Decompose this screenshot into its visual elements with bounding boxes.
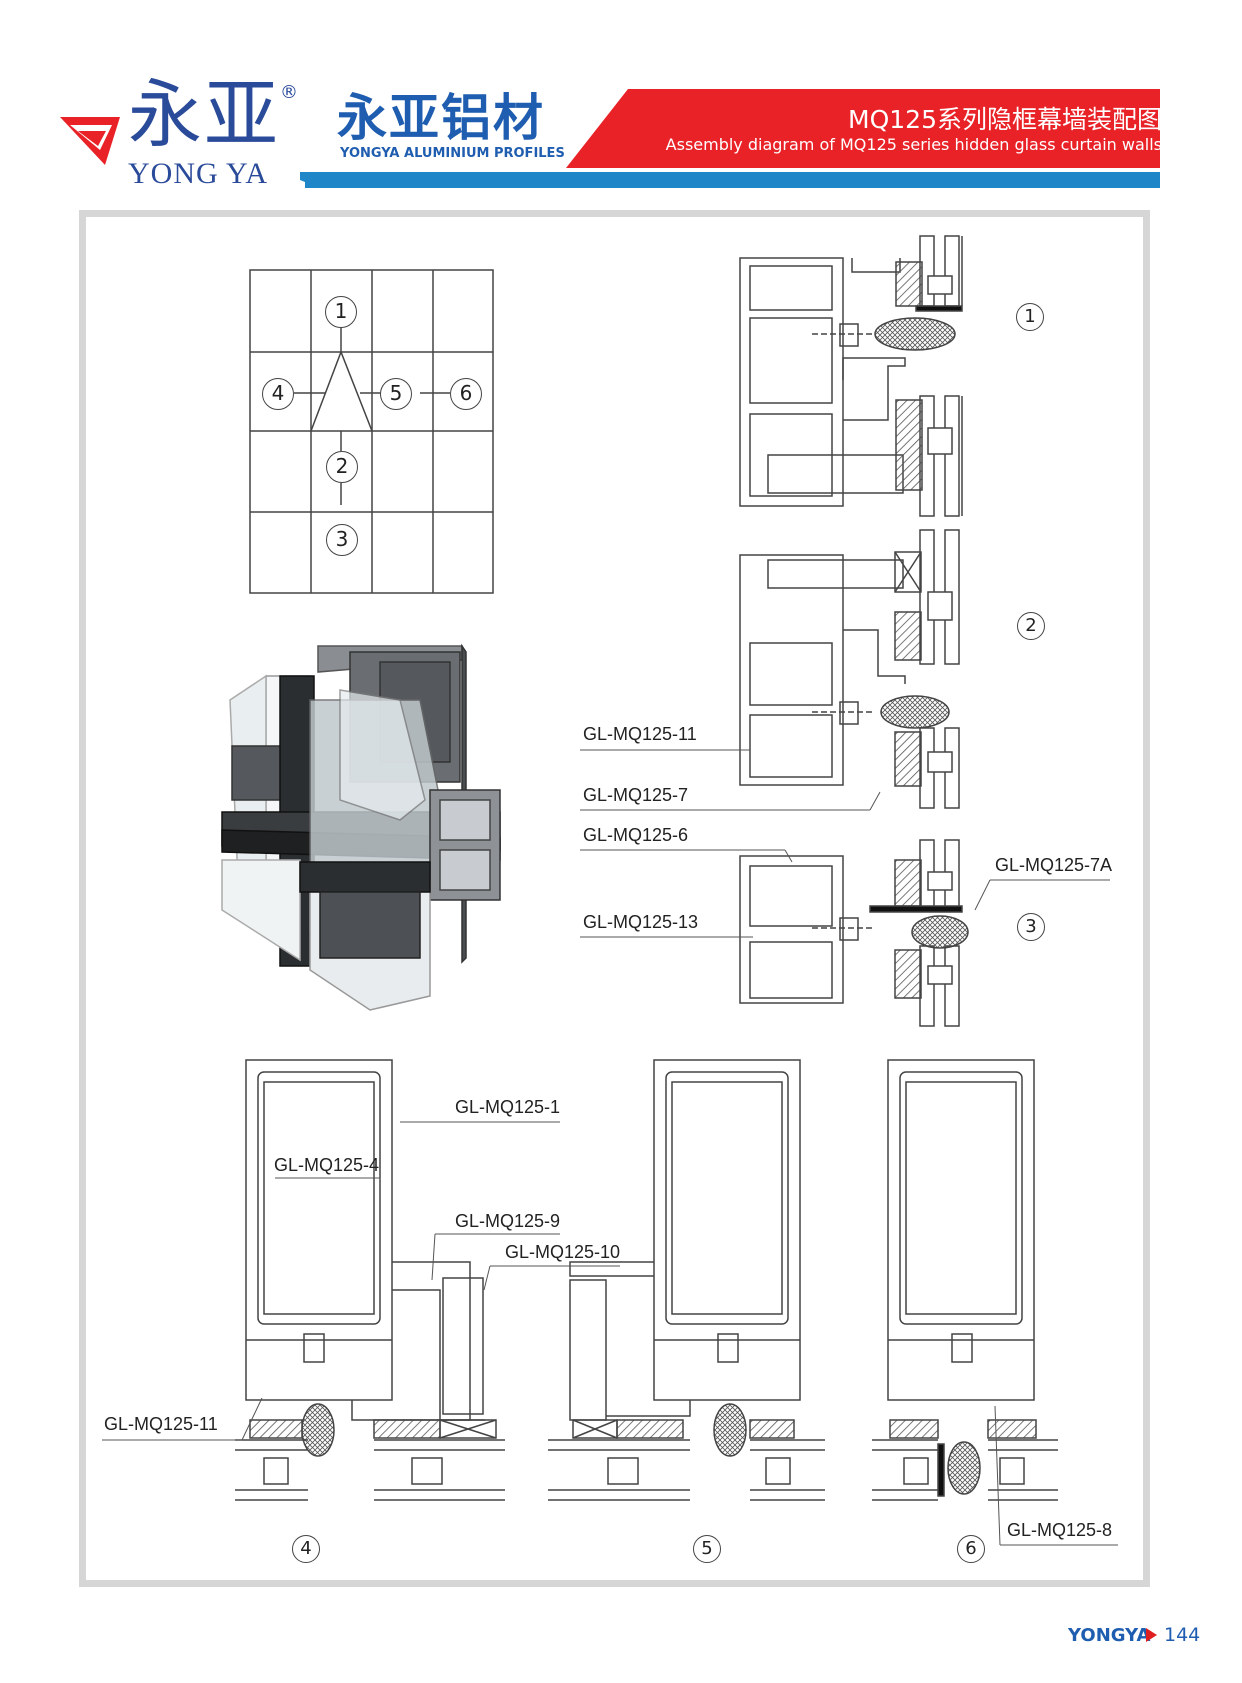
- logo-mark-icon: [60, 117, 120, 165]
- grid-marker-3: 3: [326, 524, 358, 556]
- part-label-gl-mq125-9: GL-MQ125-9: [455, 1211, 561, 1231]
- section-marker-3: 3: [1017, 913, 1045, 941]
- section-2-drawing: [739, 529, 960, 809]
- section-marker-6-label: 6: [965, 1538, 977, 1559]
- footer-brand: YONGYA: [1068, 1625, 1151, 1646]
- grid-marker-5: 5: [380, 378, 412, 410]
- section-5-drawing: [548, 1059, 825, 1501]
- title-banner: [566, 89, 1160, 168]
- section-marker-3-label: 3: [1025, 916, 1037, 937]
- part-label-gl-mq125-11-lower: GL-MQ125-11: [104, 1414, 218, 1434]
- section-marker-4-label: 4: [300, 1538, 312, 1559]
- content-frame: [79, 210, 1150, 1587]
- grid-marker-1: 1: [325, 296, 357, 328]
- page-number: 144: [1164, 1624, 1201, 1646]
- section-marker-6: 6: [957, 1535, 985, 1563]
- section-4-drawing: [235, 1059, 505, 1501]
- section-3-drawing: [739, 839, 969, 1027]
- grid-marker-1-label: 1: [334, 299, 348, 323]
- company-name-cn: 永亚铝材: [337, 89, 545, 147]
- part-label-gl-mq125-6: GL-MQ125-6: [583, 825, 689, 845]
- section-1-drawing: [739, 235, 963, 517]
- section-marker-2: 2: [1017, 612, 1045, 640]
- section-marker-4: 4: [292, 1535, 320, 1563]
- leader-lines: [102, 749, 1118, 1546]
- brand-name-cn: 永亚: [128, 72, 280, 158]
- grid-marker-3-label: 3: [335, 527, 349, 551]
- header-blue-bar: [305, 172, 1160, 188]
- grid-marker-4: 4: [262, 378, 294, 410]
- grid-marker-6-label: 6: [459, 381, 473, 405]
- section-marker-1: 1: [1016, 303, 1044, 331]
- part-label-gl-mq125-7a: GL-MQ125-7A: [995, 855, 1113, 875]
- grid-marker-5-label: 5: [389, 381, 403, 405]
- page-title-cn: MQ125系列隐框幕墙装配图: [848, 105, 1162, 134]
- grid-marker-2-label: 2: [335, 454, 349, 478]
- part-label-gl-mq125-7: GL-MQ125-7: [583, 785, 689, 805]
- part-label-gl-mq125-8: GL-MQ125-8: [1007, 1520, 1113, 1540]
- part-label-gl-mq125-1: GL-MQ125-1: [455, 1097, 561, 1117]
- grid-marker-2: 2: [326, 451, 358, 483]
- section-marker-5: 5: [693, 1535, 721, 1563]
- section-marker-5-label: 5: [701, 1538, 713, 1559]
- part-label-gl-mq125-11-upper: GL-MQ125-11: [583, 724, 697, 744]
- part-label-gl-mq125-10: GL-MQ125-10: [505, 1242, 621, 1262]
- section-6-drawing: [872, 1059, 1058, 1501]
- brand-name-en: YONG YA: [128, 157, 269, 190]
- joint-3d-illustration: [221, 643, 501, 1011]
- footer-arrow-icon: [1146, 1628, 1157, 1642]
- section-marker-2-label: 2: [1025, 615, 1037, 636]
- registered-mark: ®: [280, 82, 298, 103]
- grid-marker-6: 6: [450, 378, 482, 410]
- grid-marker-4-label: 4: [271, 381, 285, 405]
- section-marker-1-label: 1: [1024, 306, 1036, 327]
- page-title-en: Assembly diagram of MQ125 series hidden …: [665, 135, 1162, 154]
- elevation-grid: [249, 269, 494, 594]
- part-label-gl-mq125-4: GL-MQ125-4: [274, 1155, 380, 1175]
- company-name-en: YONGYA ALUMINIUM PROFILES: [340, 146, 565, 161]
- header-graphics: [60, 89, 1160, 188]
- part-label-gl-mq125-13: GL-MQ125-13: [583, 912, 699, 932]
- header-blue-bar-cap: [300, 172, 320, 188]
